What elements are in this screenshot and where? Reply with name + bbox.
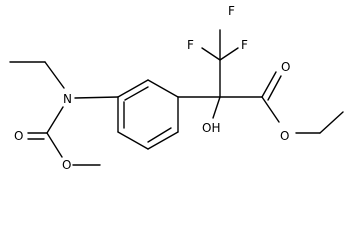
bond-n-ring bbox=[74, 96, 119, 99]
atom-label-o-methoxy: O bbox=[62, 158, 71, 172]
bond-carbamate-c-o-methoxy bbox=[46, 132, 63, 158]
atom-label-f-top-left: F bbox=[187, 38, 194, 52]
bond-quaternary-c-oh bbox=[212, 96, 221, 119]
atom-label-f-right: F bbox=[241, 38, 248, 52]
atom-label-oh: OH bbox=[202, 121, 220, 135]
chemical-structure-diagram: N O O F F F O O OH bbox=[9, 4, 344, 172]
bond-ester-c-o bbox=[261, 96, 280, 123]
bond-cf3-f-left bbox=[201, 47, 221, 61]
ring-double-bond-2 bbox=[147, 127, 172, 143]
bond-ethyl-ch2-ch3 bbox=[319, 111, 344, 134]
atom-label-f-top-right: F bbox=[228, 4, 235, 18]
bond-ester-c-o-a bbox=[261, 71, 277, 98]
atom-labels: N O O F F F O O OH bbox=[14, 4, 290, 172]
ring-bond-2 bbox=[147, 79, 179, 98]
bond-ester-c-o-b bbox=[267, 75, 282, 101]
atom-label-o-carbamate-carbonyl: O bbox=[14, 129, 23, 143]
ring-bond-1 bbox=[117, 79, 149, 98]
bond-n-carbamate-c bbox=[46, 106, 64, 134]
ring-bond-5 bbox=[117, 131, 149, 150]
bond-n-ethyl-ch2 bbox=[44, 61, 65, 89]
atom-label-n: N bbox=[63, 92, 72, 106]
ring-bond-4 bbox=[147, 131, 179, 150]
bond-cf3-f-right bbox=[219, 47, 239, 61]
ring-double-bond-1 bbox=[124, 86, 149, 101]
atom-label-o-ester: O bbox=[280, 129, 289, 143]
atom-label-o-ester-carbonyl: O bbox=[281, 60, 290, 74]
bonds bbox=[9, 29, 344, 166]
